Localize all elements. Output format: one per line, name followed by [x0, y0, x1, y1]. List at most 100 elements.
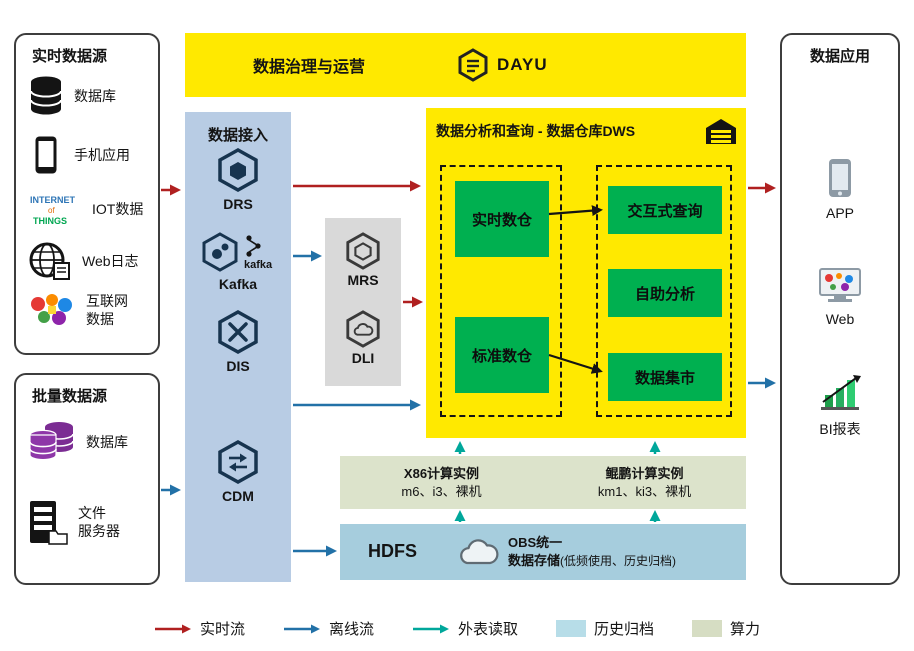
dws-data-mart: 数据集市	[608, 353, 722, 401]
app-phone-icon	[829, 159, 851, 197]
obs-line1: OBS统一	[508, 535, 563, 550]
legend-label: 历史归档	[594, 621, 655, 638]
obs-note: (低频使用、历史归档)	[560, 554, 677, 569]
realtime-sources-panel: 实时数据源 数据库 手机应用 INTERNET of THINGS IOT数据	[14, 33, 160, 355]
web-monitor-icon	[819, 268, 861, 302]
offline-flow-arrow-icon	[283, 624, 320, 633]
legend: 实时流 离线流 外表读取 历史归档 算力	[0, 618, 914, 639]
hdfs-label: HDFS	[368, 541, 417, 561]
legend-label: 外表读取	[457, 621, 518, 638]
ingestion-panel: 数据接入 DRS kafk	[185, 112, 291, 582]
dws-interactive-query: 交互式查询	[608, 186, 722, 234]
svg-text:THINGS: THINGS	[33, 216, 67, 226]
legend-item-realtime-flow: 实时流	[154, 618, 245, 639]
dws-standard-warehouse: 标准数仓	[455, 317, 549, 393]
service-kafka: kafka Kafka	[185, 232, 291, 292]
internet-data-icon	[31, 294, 72, 325]
batch-item-label: 数据库	[86, 433, 128, 450]
service-dis: DIS	[185, 310, 291, 374]
kunpeng-compute: 鲲鹏计算实例 km1、ki3、裸机	[543, 456, 746, 509]
source-item-label: 手机应用	[74, 146, 130, 163]
archive-swatch	[556, 620, 586, 637]
x86-spec: m6、i3、裸机	[401, 483, 482, 499]
source-item-web-log: Web日志	[28, 241, 139, 281]
batch-item-database: 数据库	[28, 419, 128, 465]
dws-panel: 数据分析和查询 - 数据仓库DWS 实时数仓 标准数仓 交互式查询 自助分析 数…	[426, 108, 746, 438]
dayu-icon	[458, 48, 488, 82]
ingestion-title: 数据接入	[207, 127, 268, 144]
service-label: CDM	[222, 488, 254, 504]
service-label: DLI	[351, 350, 375, 366]
source-item-iot: INTERNET of THINGS IOT数据	[28, 191, 143, 227]
source-item-mobile-app: 手机应用	[28, 135, 130, 175]
service-label: DRS	[223, 196, 253, 212]
realtime-sources-title: 实时数据源	[32, 48, 108, 65]
legend-label: 算力	[730, 621, 761, 638]
file-server-icon	[30, 501, 68, 545]
legend-item-external-read: 外表读取	[412, 618, 518, 639]
app-item-label: BI报表	[819, 421, 861, 437]
legend-item-archive: 历史归档	[556, 618, 654, 639]
dws-self-service-analysis: 自助分析	[608, 269, 722, 317]
app-item-label: Web	[825, 311, 855, 327]
source-item-label: 互联网 数据	[86, 292, 128, 327]
dayu-logo: DAYU	[457, 33, 548, 97]
app-item-app: APP	[782, 157, 898, 221]
service-label: DIS	[226, 358, 250, 374]
source-item-internet-data: 互联网 数据	[28, 291, 128, 329]
service-cdm: CDM	[185, 440, 291, 504]
source-item-database: 数据库	[28, 75, 116, 117]
dws-warehouse-group: 实时数仓 标准数仓	[440, 165, 562, 417]
warehouse-icon	[706, 119, 736, 144]
service-drs: DRS	[185, 148, 291, 212]
dli-icon	[346, 310, 380, 348]
source-item-label: Web日志	[82, 252, 139, 269]
obs-line2: 数据存储	[508, 553, 561, 569]
source-item-label: 数据库	[74, 87, 116, 104]
dws-title: 数据分析和查询 - 数据仓库DWS	[436, 123, 636, 139]
svg-text:of: of	[48, 206, 55, 215]
svg-text:INTERNET: INTERNET	[30, 195, 76, 205]
cdm-icon	[218, 440, 258, 484]
app-item-web: Web	[782, 267, 898, 327]
legend-label: 离线流	[328, 621, 374, 638]
bi-chart-icon	[821, 375, 861, 410]
database-purple-icon	[29, 422, 74, 461]
applications-title: 数据应用	[809, 48, 870, 65]
legend-item-compute-power: 算力	[692, 618, 760, 639]
obs-storage-text: OBS统一 数据存储(低频使用、历史归档)	[508, 534, 676, 570]
source-item-label: IOT数据	[92, 200, 144, 217]
dws-query-group: 交互式查询 自助分析 数据集市	[596, 165, 732, 417]
dis-icon	[218, 310, 258, 354]
batch-sources-title: 批量数据源	[32, 388, 108, 405]
phone-icon	[35, 136, 57, 174]
kafka-logo: kafka	[244, 235, 273, 271]
dws-realtime-warehouse: 实时数仓	[455, 181, 549, 257]
drs-icon	[218, 148, 258, 192]
governance-title: 数据治理与运营	[253, 59, 366, 76]
database-icon	[30, 76, 62, 115]
globe-icon	[29, 242, 70, 280]
compute-bar: X86计算实例 m6、i3、裸机 鲲鹏计算实例 km1、ki3、裸机	[340, 456, 746, 509]
service-label: MRS	[347, 272, 379, 288]
mrs-icon	[346, 232, 380, 270]
compute-power-swatch	[692, 620, 723, 637]
external-read-arrow-icon	[412, 624, 449, 633]
realtime-flow-arrow-icon	[154, 624, 191, 633]
legend-label: 实时流	[199, 621, 245, 638]
batch-item-label: 文件 服务器	[78, 504, 120, 539]
x86-title: X86计算实例	[403, 465, 480, 481]
legend-item-offline-flow: 离线流	[283, 618, 374, 639]
batch-sources-panel: 批量数据源 数据库	[14, 373, 160, 585]
service-label: Kafka	[218, 276, 258, 292]
service-mrs: MRS	[325, 232, 401, 288]
kunpeng-title: 鲲鹏计算实例	[605, 465, 684, 481]
iot-icon: INTERNET of THINGS	[30, 195, 76, 226]
dayu-label: DAYU	[497, 55, 548, 74]
storage-bar: HDFS OBS统一 数据存储(低频使用、历史归档)	[340, 524, 746, 580]
batch-item-file-server: 文件 服务器	[28, 499, 120, 545]
svg-text:kafka: kafka	[244, 259, 273, 271]
applications-panel: 数据应用 APP Web	[780, 33, 900, 585]
x86-compute: X86计算实例 m6、i3、裸机	[340, 456, 543, 509]
